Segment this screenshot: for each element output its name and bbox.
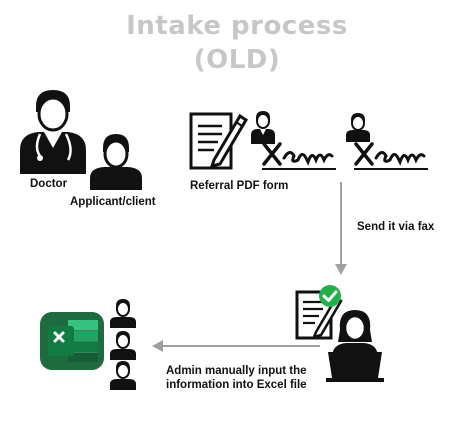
excel-icon — [38, 310, 106, 372]
person-icon-2 — [108, 330, 138, 360]
fax-arrow-down — [334, 182, 348, 276]
admin-label-line1: Admin manually input the — [166, 365, 307, 377]
fax-label: Send it via fax — [357, 221, 435, 233]
check-icon — [318, 284, 342, 308]
diagram-title-line1: Intake process — [126, 11, 348, 41]
applicant-label: Applicant/client — [70, 196, 156, 208]
person-icon-3 — [108, 360, 138, 390]
applicant-signature-icon — [352, 138, 430, 174]
admin-label-line2: information into Excel file — [166, 379, 307, 391]
doctor-icon — [18, 88, 88, 174]
doctor-signature-icon — [260, 138, 338, 174]
admin-laptop-icon — [326, 308, 384, 384]
input-arrow-left — [152, 339, 320, 353]
applicant-icon — [88, 132, 144, 190]
doctor-label: Doctor — [30, 178, 68, 190]
applicant-small-icon — [344, 112, 372, 142]
referral-form-label: Referral PDF form — [190, 180, 289, 192]
doctor-small-icon — [250, 110, 276, 144]
person-icon-1 — [108, 298, 138, 328]
diagram-title-line2: (OLD) — [193, 45, 281, 75]
referral-form-icon — [188, 108, 250, 172]
